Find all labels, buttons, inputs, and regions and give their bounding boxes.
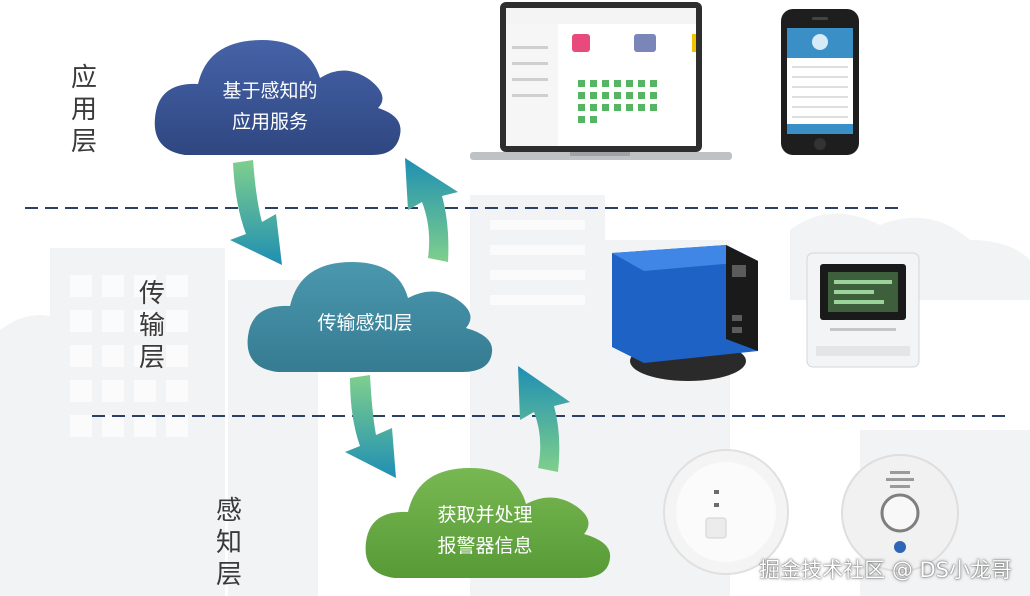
cloud-transport [247,262,493,372]
layer-label-application: 应用层 [70,63,97,157]
layer-label-transport: 传输层 [138,279,165,373]
smartphone-device [781,9,859,155]
cloud-transport-text: 传输感知层 [317,312,413,334]
cloud-perception-line1: 获取并处理 [437,504,533,526]
cloud-perception-line2: 报警器信息 [437,535,533,557]
gateway-device [612,245,758,381]
cloud-perception [365,468,611,578]
layer-label-perception: 感知层 [215,496,242,590]
arrow-down-transport-to-perception [345,375,396,478]
cloud-application-line2: 应用服务 [231,111,308,133]
arrow-up-perception-to-transport [518,366,570,472]
cloud-perception-text: 获取并处理 报警器信息 [405,500,565,562]
watermark-text: 掘金技术社区 @ DS小龙哥 [759,558,1012,582]
arrow-up-transport-to-app [405,158,458,262]
cloud-application [154,40,401,156]
cloud-application-line1: 基于感知的 [222,80,318,102]
arrow-down-app-to-transport [230,160,282,265]
laptop-device [470,2,732,160]
smoke-detector-device [663,449,789,575]
cloud-application-text: 基于感知的 应用服务 [190,76,350,138]
heat-detector-device [841,454,959,572]
alarm-panel-device [806,252,920,368]
